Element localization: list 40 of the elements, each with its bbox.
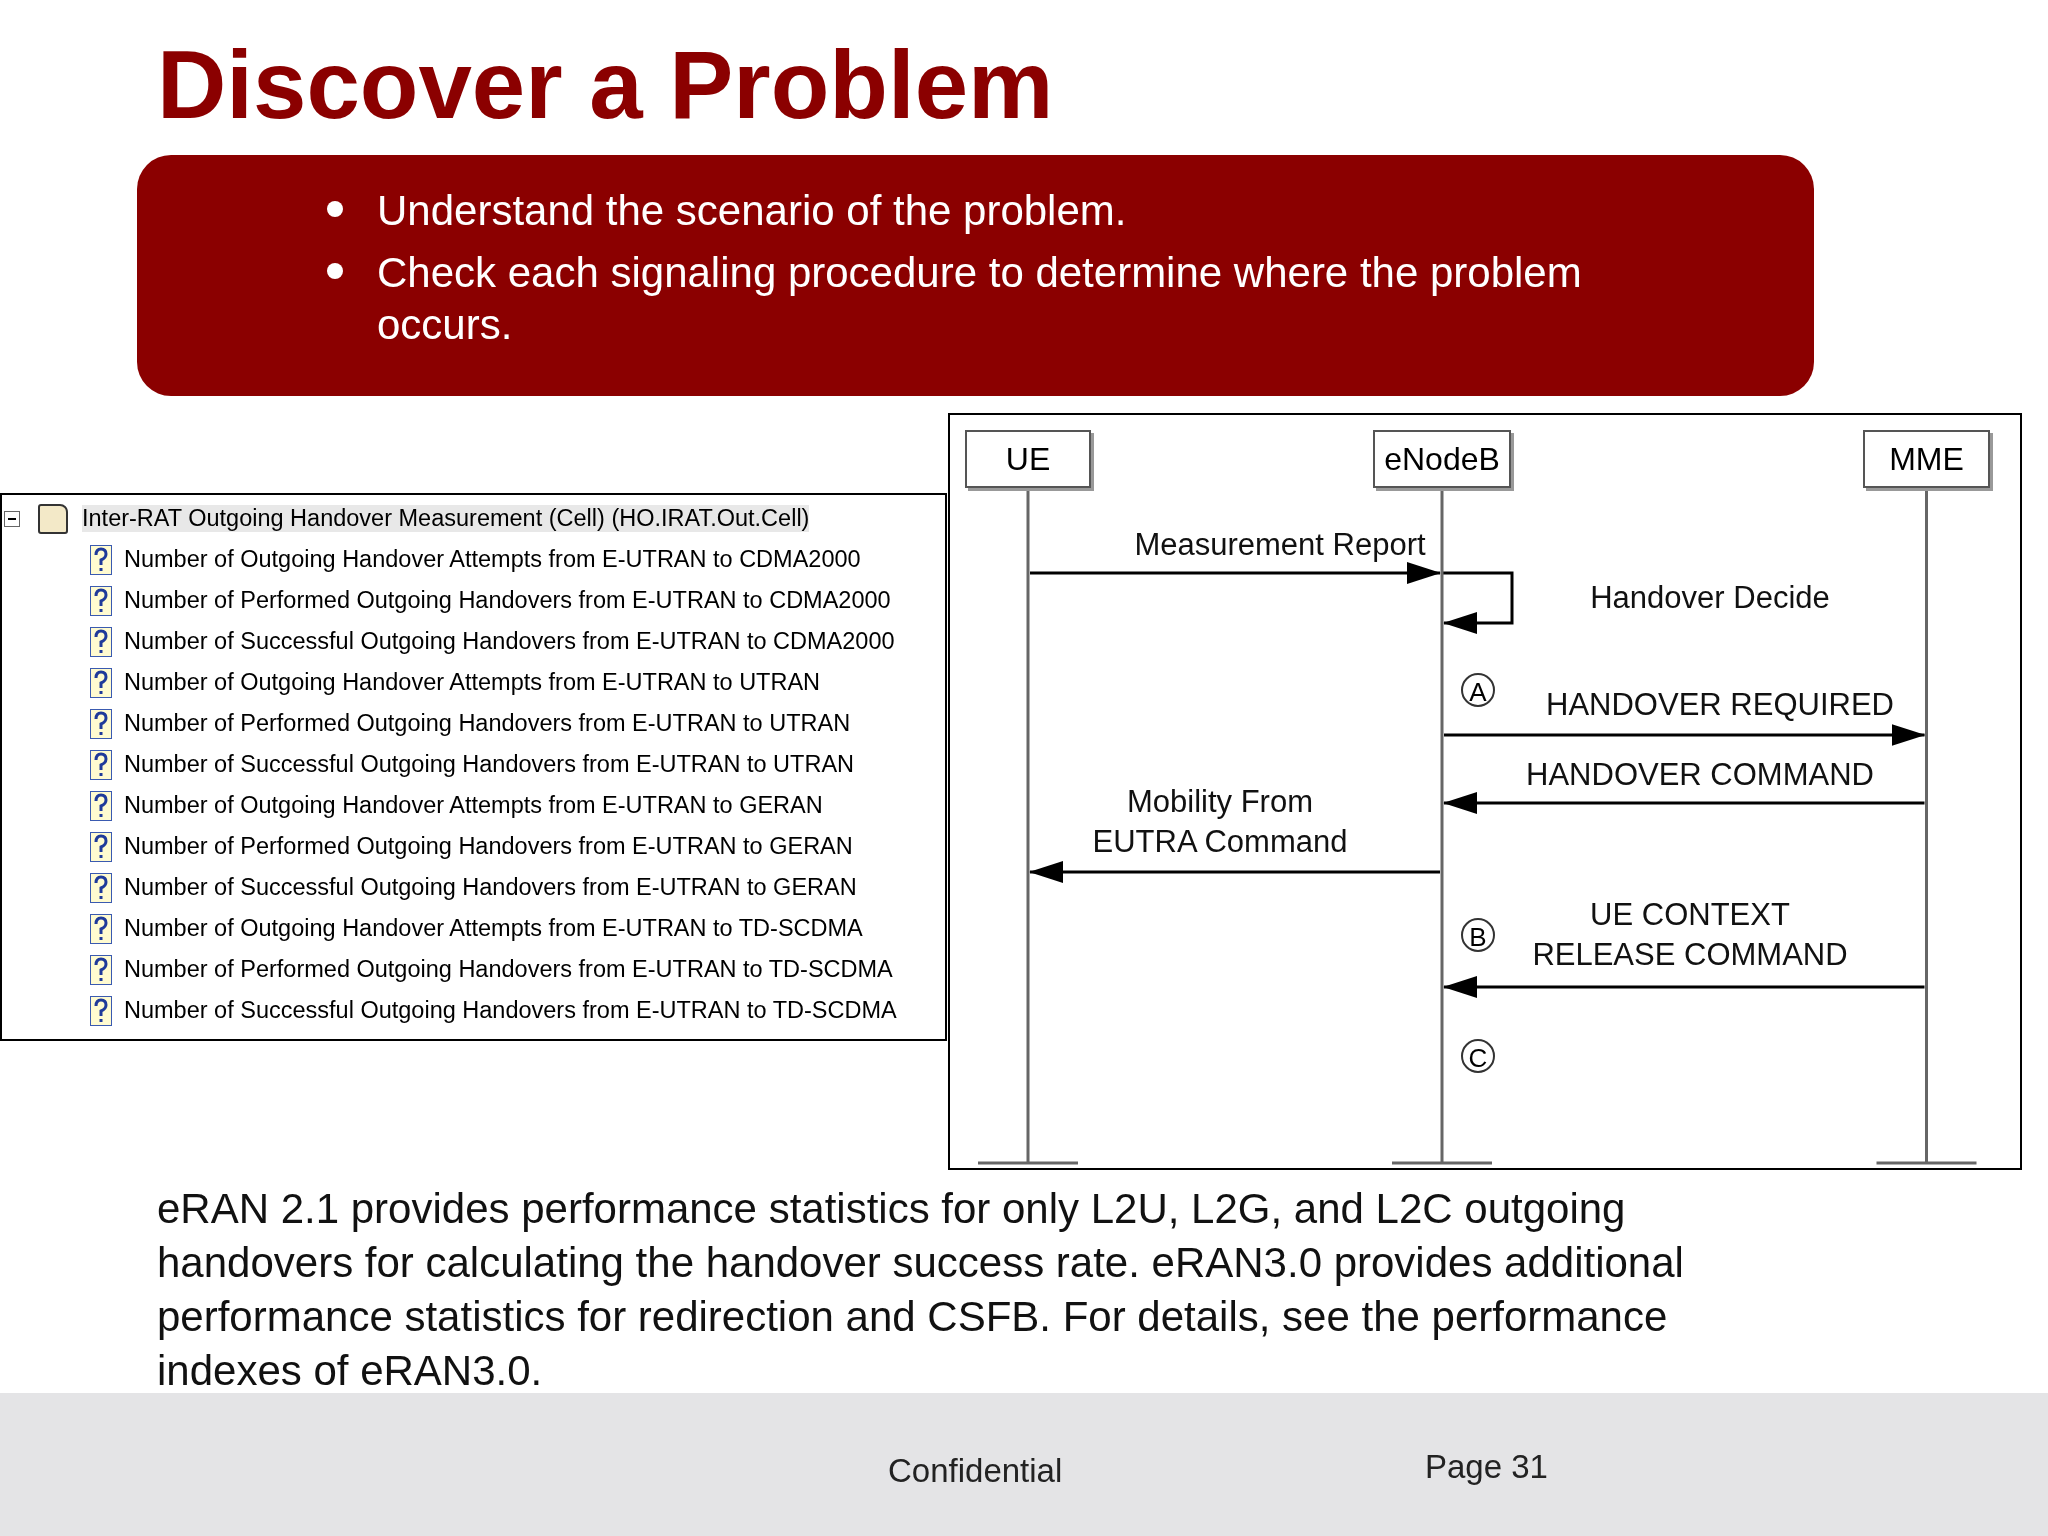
tree-item: Number of Outgoing Handover Attempts from E-UTRAN to CDMA2000 [124,546,861,573]
step-marker: A [1461,673,1495,707]
arrow [1443,792,1925,814]
tree-panel [0,493,947,1041]
arrow [1444,724,1926,746]
tree-item: Number of Performed Outgoing Handovers from E-UTRAN to CDMA2000 [124,587,891,614]
note-text: eRAN 2.1 provides performance statistics for only L2U, L2G, and L2C outgoing handovers for calculating the handover success rate. eRAN3.0 provides additional performance statistics for redirection and CSFB. For details, see the performance indexes of eRAN3.0. [157,1184,1685,1396]
bullet-text: Check each signaling procedure to determine where the problem occurs. [377,249,1582,348]
message-label: Handover Decide [1589,579,1831,617]
participant-box: eNodeB [1373,430,1511,488]
participant-box: MME [1863,430,1990,488]
message-label: HANDOVER COMMAND [1525,756,1875,794]
sequence-frame [948,413,2022,1170]
arrow [1442,571,1514,634]
tree-item: Number of Performed Outgoing Handovers from E-UTRAN to UTRAN [124,710,851,737]
bullet-text: Understand the scenario of the problem. [377,187,1127,234]
participant-box: UE [965,430,1091,488]
arrow [1030,562,1441,584]
tree-item: Number of Performed Outgoing Handovers from E-UTRAN to GERAN [124,833,853,860]
message-banner [137,155,1814,396]
tree-item: Number of Outgoing Handover Attempts from E-UTRAN to UTRAN [124,669,821,696]
footer-text: Page 31 [1425,1448,1548,1486]
message-label: UE CONTEXT RELEASE COMMAND [1531,896,1849,974]
tree-item: Number of Successful Outgoing Handovers from E-UTRAN to UTRAN [124,751,855,778]
arrow [1029,861,1440,883]
tree-item: Number of Successful Outgoing Handovers from E-UTRAN to GERAN [124,874,857,901]
message-label: HANDOVER REQUIRED [1545,686,1895,724]
step-marker: C [1461,1039,1495,1073]
tree-item: Number of Outgoing Handover Attempts from E-UTRAN to TD-SCDMA [124,915,863,942]
tree-item: Number of Successful Outgoing Handovers from E-UTRAN to CDMA2000 [124,628,895,655]
footer-text: Confidential [888,1452,1063,1490]
arrow [1443,976,1925,998]
tree-heading: Inter-RAT Outgoing Handover Measurement (Cell) (HO.IRAT.Out.Cell) [82,505,810,532]
tree-item: Number of Performed Outgoing Handovers from E-UTRAN to TD-SCDMA [124,956,893,983]
step-marker: B [1461,918,1495,952]
tree-item: Number of Successful Outgoing Handovers from E-UTRAN to TD-SCDMA [124,997,897,1024]
slide-title: Discover a Problem [157,30,1054,140]
tree-item: Number of Outgoing Handover Attempts from E-UTRAN to GERAN [124,792,823,819]
message-label: Measurement Report [1133,526,1427,564]
message-label: Mobility From EUTRA Command [1091,783,1349,861]
